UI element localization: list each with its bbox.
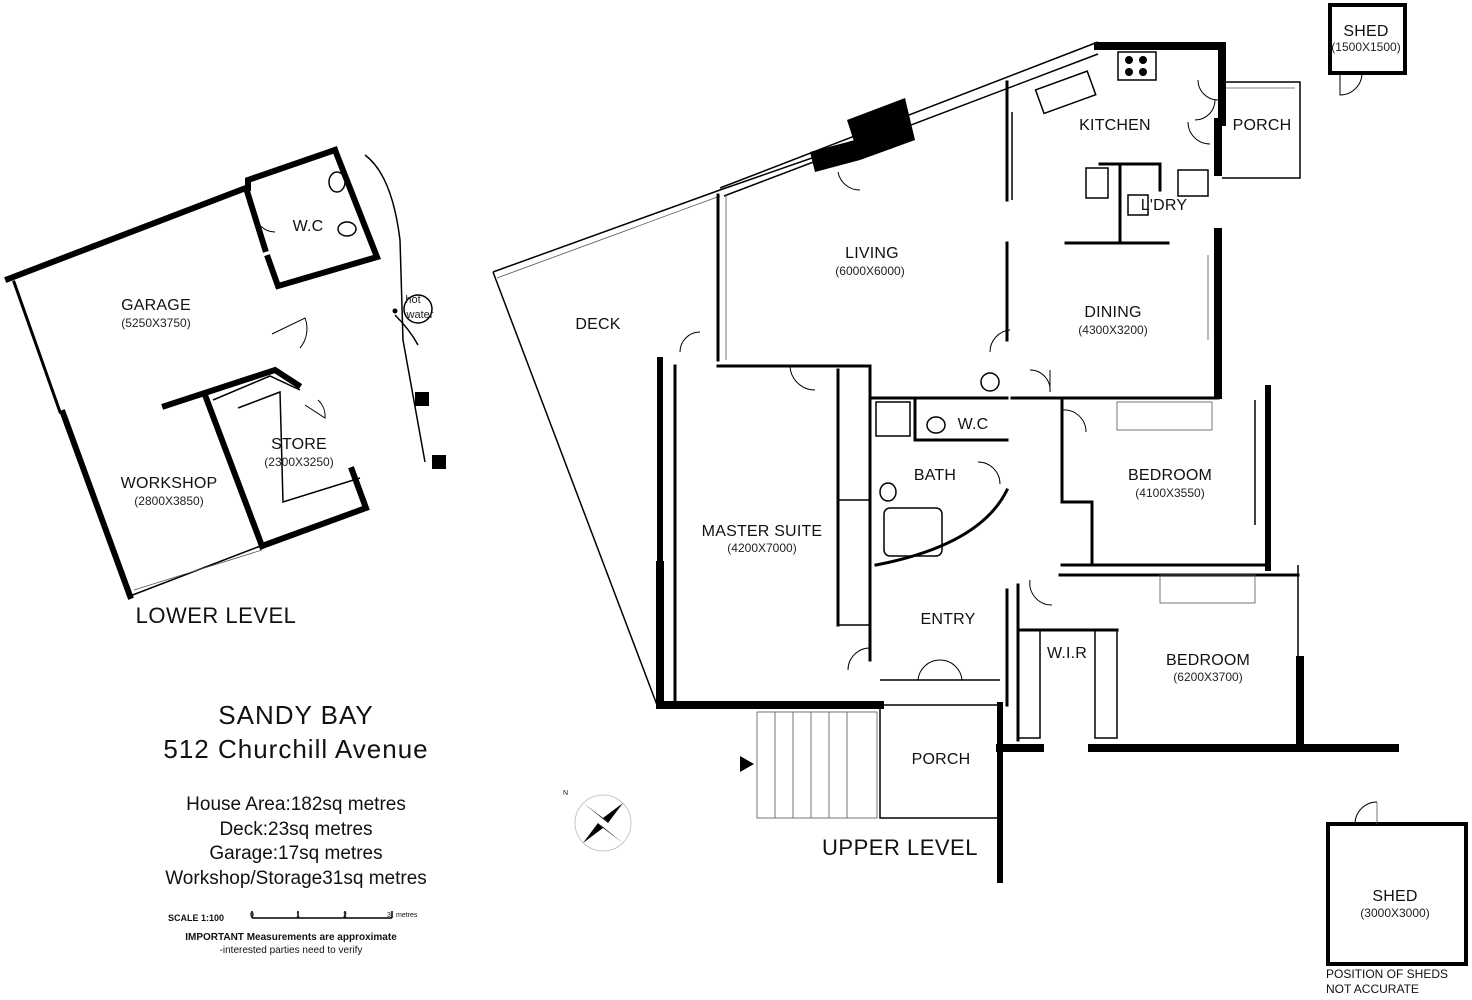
- important-note-2: -interested parties need to verify: [220, 945, 363, 956]
- important-note: IMPORTANT Measurements are approximate: [185, 932, 397, 943]
- wc-upper-label: W.C: [958, 416, 989, 433]
- lower-level-plan: [4, 146, 446, 600]
- shed-small: [1328, 3, 1407, 96]
- bath-label: BATH: [914, 467, 956, 484]
- wir-label: W.I.R: [1047, 645, 1087, 662]
- dining-label: DINING: [1084, 304, 1141, 321]
- garage-label: GARAGE: [121, 297, 191, 314]
- compass-icon: N: [563, 790, 632, 852]
- garage-dims: (5250X3750): [121, 316, 190, 330]
- address-title: 512 Churchill Avenue: [163, 734, 428, 764]
- stat-garage: Garage:17sq metres: [209, 843, 382, 864]
- laundry-label: L'DRY: [1141, 197, 1188, 214]
- bedroom2-dims: (6200X3700): [1173, 670, 1242, 684]
- scale-tick-2: 2: [343, 912, 347, 919]
- compass-north-label: N: [563, 790, 568, 797]
- scale-tick-3: 3: [387, 912, 391, 919]
- entry-arrow-icon: [740, 756, 754, 772]
- stat-workshop: Workshop/Storage31sq metres: [165, 868, 427, 889]
- living-dims: (6000X6000): [835, 264, 904, 278]
- workshop-dims: (2800X3850): [134, 494, 203, 508]
- master-dims: (4200X7000): [727, 541, 796, 555]
- lower-level-title: LOWER LEVEL: [136, 603, 297, 628]
- front-stairs: [756, 711, 878, 819]
- bedroom1-dims: (4100X3550): [1135, 486, 1204, 500]
- shed-note-2: NOT ACCURATE: [1326, 982, 1419, 996]
- suburb-title: SANDY BAY: [218, 700, 373, 730]
- stat-deck: Deck:23sq metres: [219, 819, 372, 840]
- workshop-label: WORKSHOP: [121, 475, 218, 492]
- porch-front-label: PORCH: [912, 751, 971, 768]
- shed-note-1: POSITION OF SHEDS: [1326, 967, 1448, 981]
- upper-level-title: UPPER LEVEL: [822, 835, 978, 860]
- store-dims: (2300X3250): [264, 455, 333, 469]
- shed-large-label: SHED: [1372, 888, 1417, 905]
- hot-water-label-1: hot: [405, 294, 420, 306]
- hot-water-label-2: water: [406, 309, 434, 321]
- bedroom2-label: BEDROOM: [1166, 652, 1250, 669]
- shed-small-dims: (1500X1500): [1331, 40, 1400, 54]
- scale-tick-0: 0: [250, 912, 254, 919]
- porch-rear-label: PORCH: [1233, 117, 1292, 134]
- scale-tick-1: 1: [296, 912, 300, 919]
- store-label: STORE: [271, 436, 327, 453]
- scale-label: SCALE 1:100: [168, 913, 224, 923]
- entry-label: ENTRY: [921, 611, 976, 628]
- deck-label: DECK: [575, 316, 620, 333]
- scale-bar: SCALE 1:100 0 1 2 3 metres: [168, 911, 418, 923]
- kitchen-label: KITCHEN: [1079, 117, 1151, 134]
- shed-small-label: SHED: [1343, 23, 1388, 40]
- shed-large: [1326, 801, 1468, 966]
- wc-lower-label: W.C: [293, 218, 324, 235]
- shed-large-dims: (3000X3000): [1360, 906, 1429, 920]
- upper-level-plan: [492, 41, 1399, 883]
- bedroom1-label: BEDROOM: [1128, 467, 1212, 484]
- scale-unit: metres: [396, 912, 418, 919]
- stat-house-area: House Area:182sq metres: [186, 794, 406, 815]
- dining-dims: (4300X3200): [1078, 323, 1147, 337]
- living-label: LIVING: [845, 245, 899, 262]
- master-label: MASTER SUITE: [702, 523, 823, 540]
